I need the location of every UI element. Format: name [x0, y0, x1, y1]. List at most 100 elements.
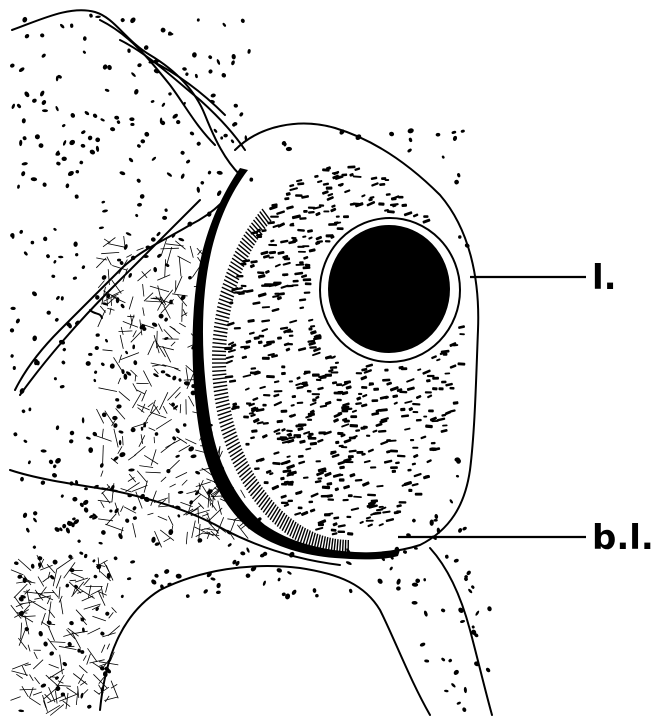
- tissue-dot: [13, 366, 16, 370]
- tissue-dot: [449, 499, 454, 504]
- rod-stroke: [215, 396, 229, 399]
- fiber-stroke: [105, 696, 109, 702]
- tissue-dot: [223, 134, 228, 138]
- tissue-dot: [87, 135, 93, 141]
- nucleus-dash: [287, 500, 293, 503]
- nucleus-dash: [298, 506, 303, 509]
- tissue-dot: [407, 127, 415, 134]
- tissue-dot: [165, 373, 172, 378]
- fiber-stroke: [49, 664, 59, 668]
- nucleus-dash: [229, 379, 236, 383]
- tissue-dot: [62, 524, 67, 529]
- tissue-dot: [112, 455, 119, 461]
- tissue-dot: [10, 328, 15, 333]
- nucleus-dash: [353, 175, 362, 178]
- nucleus-dash: [323, 430, 332, 435]
- nucleus-dash: [266, 375, 275, 378]
- nucleus-dash: [277, 251, 284, 255]
- nucleus-dash: [234, 327, 241, 330]
- tissue-dot: [129, 16, 137, 24]
- fiber-stroke: [154, 369, 158, 374]
- nucleus-dash: [331, 204, 336, 208]
- tissue-dot: [18, 709, 24, 712]
- tissue-dot: [19, 140, 22, 147]
- tissue-dot: [178, 378, 182, 382]
- tissue-dot: [207, 170, 211, 175]
- nucleus-dash: [298, 460, 305, 464]
- tissue-dot: [79, 160, 84, 165]
- fiber-stroke: [121, 353, 139, 360]
- rod-stroke: [213, 335, 227, 337]
- tissue-dot: [40, 683, 47, 689]
- nucleus-dash: [290, 404, 295, 407]
- tissue-dot: [156, 231, 161, 237]
- nucleus-dash: [294, 272, 303, 276]
- tissue-dot: [240, 551, 246, 556]
- nucleus-dash: [317, 387, 324, 391]
- fiber-stroke: [188, 396, 194, 406]
- tissue-dot: [45, 254, 50, 259]
- tissue-dot: [102, 209, 108, 213]
- fiber-stroke: [168, 387, 181, 401]
- nucleus-dash: [336, 215, 340, 217]
- connective-tissue-stipple: [9, 13, 492, 712]
- nucleus-dash: [367, 523, 373, 527]
- nucleus-dash: [281, 502, 288, 505]
- nucleus-dash: [366, 201, 375, 207]
- nucleus-dash: [285, 347, 290, 351]
- nucleus-dash: [336, 399, 341, 402]
- tissue-dot: [73, 241, 78, 247]
- tissue-dot: [65, 583, 69, 588]
- rod-stroke: [285, 519, 292, 533]
- nucleus-dash: [396, 504, 402, 508]
- tissue-dot: [24, 33, 30, 39]
- fiber-stroke: [144, 455, 158, 464]
- tissue-dot: [150, 578, 157, 585]
- rod-stroke: [215, 323, 229, 326]
- fiber-stroke: [107, 644, 110, 650]
- tissue-dot: [172, 375, 177, 381]
- nucleus-dash: [412, 447, 418, 449]
- tissue-dot: [87, 704, 93, 709]
- nucleus-dash: [234, 287, 243, 291]
- tissue-dot: [411, 518, 416, 523]
- tissue-dot: [233, 103, 238, 108]
- nucleus-dash: [359, 521, 364, 525]
- nucleus-dash: [444, 372, 450, 374]
- tissue-dot: [286, 147, 292, 152]
- nucleus-dash: [321, 495, 329, 498]
- tissue-dot: [221, 72, 227, 78]
- tissue-dot: [216, 170, 223, 175]
- fiber-stroke: [35, 677, 40, 684]
- fiber-stroke: [103, 350, 113, 351]
- tissue-dot: [117, 259, 121, 262]
- tissue-dot: [448, 658, 453, 663]
- nucleus-dash: [261, 328, 268, 332]
- nucleus-dash: [289, 335, 294, 337]
- tissue-dot: [31, 564, 35, 569]
- tissue-dot: [183, 423, 187, 427]
- tissue-dot: [115, 398, 120, 402]
- tissue-dot: [39, 90, 45, 97]
- nucleus-dash: [280, 240, 289, 244]
- tissue-dot: [27, 460, 31, 465]
- rod-stroke: [213, 378, 227, 380]
- tissue-dot: [25, 527, 30, 533]
- nucleus-dash: [343, 438, 351, 443]
- nucleus-dash: [356, 451, 363, 454]
- tissue-dot: [114, 115, 119, 120]
- nucleus-dash: [423, 416, 427, 418]
- tissue-dot: [119, 451, 127, 458]
- nucleus-dash: [326, 166, 332, 170]
- nucleus-dash: [286, 192, 291, 196]
- nucleus-dash: [296, 436, 301, 439]
- nucleus-dash: [355, 402, 362, 405]
- nucleus-dash: [242, 259, 250, 263]
- nucleus-dash: [337, 461, 345, 466]
- tissue-dot: [240, 18, 245, 24]
- nucleus-dash: [289, 187, 298, 191]
- nucleus-dash: [422, 218, 430, 223]
- nucleus-dash: [305, 282, 312, 285]
- nucleus-dash: [425, 391, 432, 393]
- tissue-dot: [345, 560, 352, 565]
